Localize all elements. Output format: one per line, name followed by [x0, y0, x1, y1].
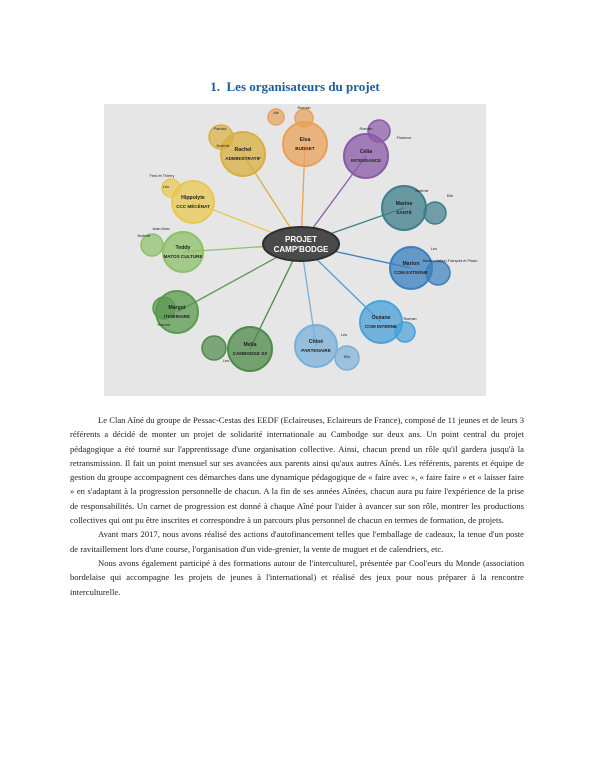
node-bubble-4	[389, 246, 433, 290]
node-name-9: Teddy	[176, 245, 191, 251]
node-bubble-10	[171, 180, 215, 224]
sub-bubble-1-1	[267, 108, 285, 126]
node-bubble-6	[294, 324, 338, 368]
paragraph-2: Avant mars 2017, nous avons réalisé des …	[70, 529, 524, 554]
sub-person-4-1: Léo	[431, 247, 437, 251]
node-name-7: Mélia	[244, 342, 257, 348]
sub-person-1-1: Alé	[273, 111, 279, 115]
sub-person-11-2: Noémie	[216, 144, 229, 148]
paragraph-1: Le Clan Aîné du groupe de Pessac-Cestas …	[70, 415, 524, 526]
sub-person-9-2: Noémie	[137, 234, 150, 238]
node-role-8: ITINÉRAIRE	[164, 312, 190, 319]
node-name-2: Célia	[360, 149, 373, 155]
center-bubble	[262, 226, 340, 262]
sub-person-10-1: Fred et Thierry	[150, 174, 175, 178]
sub-bubble-6-1	[334, 345, 360, 371]
node-role-6: PARTENAIRE	[301, 348, 331, 353]
node-role-7: CAMBODGE SX	[233, 351, 269, 356]
node-role-4: COM EXTERNE	[394, 270, 428, 275]
node-name-8: Margot	[168, 305, 186, 311]
node-name-4: Marion	[402, 261, 419, 267]
sub-person-6-2: Elie	[344, 355, 350, 359]
sub-person-3-2: Elie	[447, 194, 453, 198]
sub-person-11-1: Patricia	[214, 127, 228, 131]
node-name-3: Marine	[396, 201, 413, 207]
sub-bubble-3-1	[423, 201, 447, 225]
node-name-11: Rachel	[234, 147, 252, 153]
section-heading: 1. Les organisateurs du projet	[210, 79, 380, 94]
node-bubble-8	[155, 290, 199, 334]
paragraph-3: Nous avons également participé à des for…	[70, 557, 524, 597]
node-bubble-9	[162, 231, 204, 273]
node-name-5: Océane	[372, 315, 391, 321]
node-bubble-7	[227, 326, 273, 372]
sub-person-5-1: Romain	[403, 317, 416, 321]
node-role-11: ADMINISTRATIF	[225, 156, 261, 161]
sub-bubble-7-1	[201, 335, 227, 361]
sub-person-10-2: Léo	[163, 185, 169, 189]
sub-person-3-1: Noémie	[415, 189, 428, 193]
node-name-1: Elsa	[300, 137, 311, 143]
sub-bubble-9-1	[140, 233, 164, 257]
node-role-9: MATOS CULTURE	[163, 254, 202, 259]
node-name-6: Chloé	[309, 339, 324, 345]
sub-person-9-1: Jean Marc	[152, 227, 170, 231]
node-role-2: INTENDANCE	[351, 158, 381, 163]
sub-person-2-1: Romain	[359, 127, 372, 131]
node-bubble-11	[220, 131, 266, 177]
node-role-1: BUDGET	[295, 146, 315, 151]
center-label-line-1: PROJET	[285, 235, 317, 244]
node-role-3: SANTÉ	[396, 208, 412, 215]
center-label-line-2: CAMP'BODGE	[274, 245, 329, 254]
node-role-5: COM INTERNE	[365, 324, 397, 329]
sub-person-2-2: Florence	[397, 136, 412, 140]
sub-person-8-1: Romain	[157, 323, 170, 327]
node-bubble-3	[381, 185, 427, 231]
sub-person-6-1: Léo	[341, 333, 347, 337]
node-name-10: Hippolyte	[181, 195, 205, 201]
body-text: Le Clan Aîné du groupe de Pessac-Cestas …	[70, 413, 524, 599]
node-bubble-1	[282, 121, 328, 167]
sub-person-7-1: Léo	[223, 359, 229, 363]
node-bubble-2	[343, 133, 389, 179]
node-role-10: CCC MÉCÉNAT	[176, 202, 210, 209]
sub-person-4-2: Bastien (alias) François et Priam	[423, 259, 478, 263]
node-bubble-5	[359, 300, 403, 344]
sub-person-1-2: Romain	[297, 106, 310, 110]
